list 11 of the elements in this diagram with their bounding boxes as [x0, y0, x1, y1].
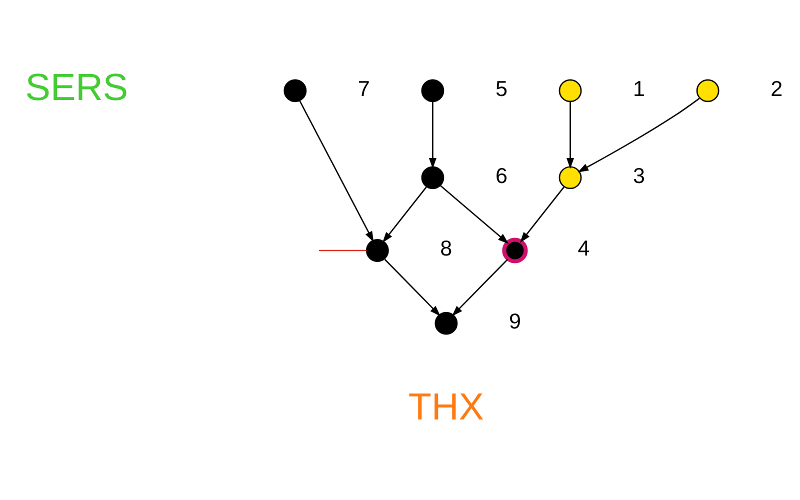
node-label: 1 [633, 75, 646, 100]
node-label: 8 [440, 235, 452, 260]
label: SERS [25, 66, 128, 108]
node-label: 5 [495, 75, 508, 100]
node-label: 3 [633, 162, 646, 188]
node-label: 6 [495, 162, 508, 188]
node-label: 2 [770, 75, 783, 100]
node-label: 9 [508, 308, 521, 333]
label: THX [408, 386, 484, 428]
node-label: 7 [358, 75, 370, 100]
node-label: 4 [578, 235, 590, 260]
